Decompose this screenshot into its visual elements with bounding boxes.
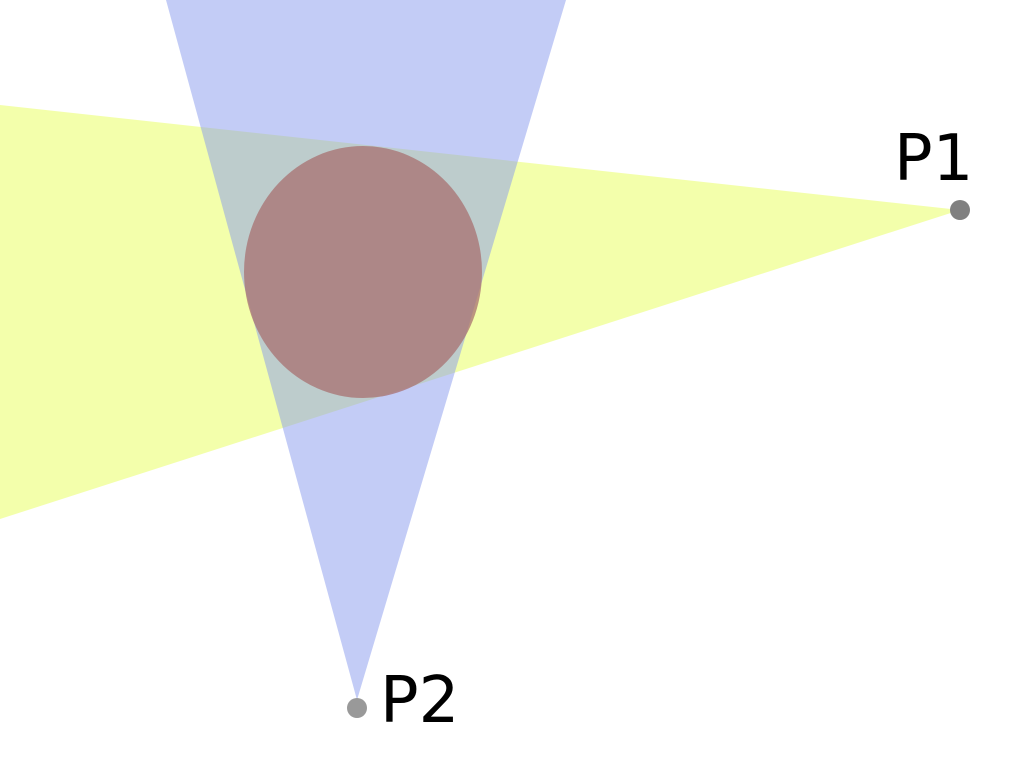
p2-point (347, 698, 367, 718)
circle (244, 146, 482, 398)
p1-point (950, 200, 970, 220)
p1-label: P1 (894, 122, 973, 196)
p2-label: P2 (380, 664, 459, 738)
